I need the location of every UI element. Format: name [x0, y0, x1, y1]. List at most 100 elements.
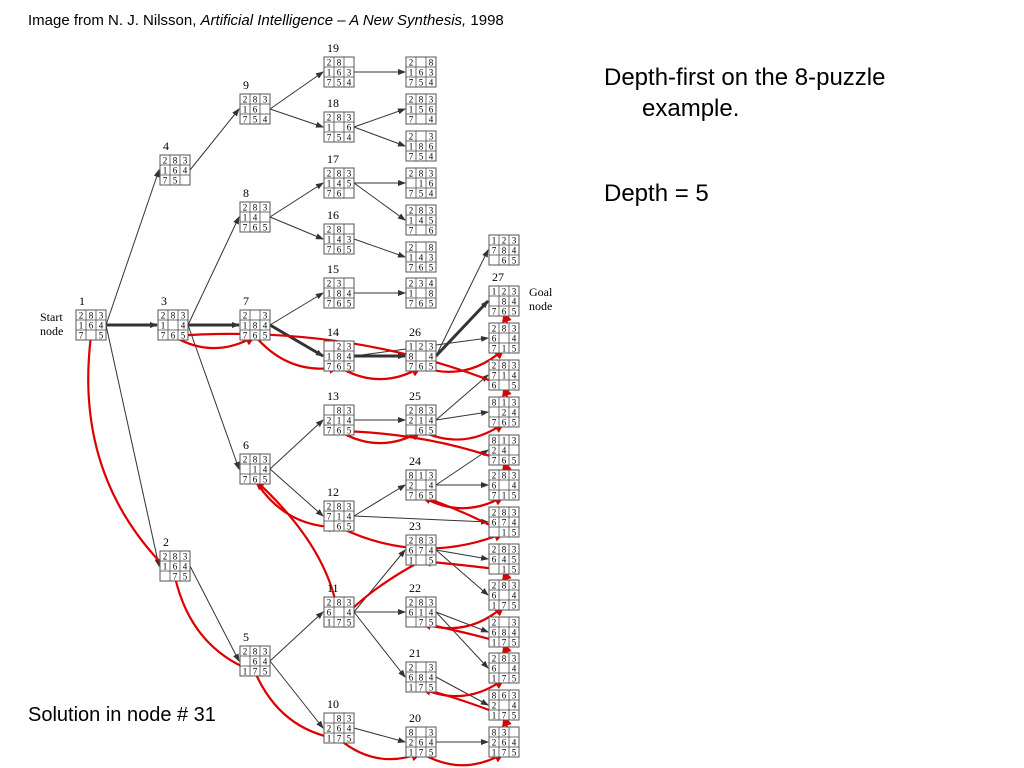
tile-number: 6 — [337, 426, 342, 436]
tile-number: 4 — [263, 115, 268, 125]
puzzle-board — [488, 579, 520, 611]
tile-number: 8 — [502, 508, 507, 518]
tile-number: 3 — [512, 398, 517, 408]
tile-number: 3 — [183, 156, 188, 166]
tile-number: 6 — [429, 142, 434, 152]
puzzle-tile — [508, 489, 520, 501]
image-credit: Image from N. J. Nilsson, Artificial Int… — [28, 12, 504, 29]
tile-number: 7 — [419, 546, 424, 556]
tile-number: 2 — [327, 113, 332, 123]
tile-number: 4 — [347, 78, 352, 88]
tile-number: 1 — [492, 601, 497, 611]
tile-number: 2 — [327, 169, 332, 179]
tile-number: 5 — [347, 618, 352, 628]
tile-number: 3 — [99, 311, 104, 321]
tile-number: 3 — [512, 236, 517, 246]
node-number-label: 13 — [327, 389, 339, 403]
puzzle-tile — [95, 329, 107, 341]
tile-number: 1 — [327, 618, 332, 628]
tile-number: 5 — [512, 307, 517, 317]
tile-number: 7 — [492, 418, 497, 428]
search-step-1 — [87, 335, 176, 578]
tile-number: 7 — [419, 683, 424, 693]
tile-number: 1 — [79, 321, 84, 331]
tile-number: 3 — [337, 279, 342, 289]
tile-number: 1 — [409, 216, 414, 226]
tile-number: 3 — [512, 287, 517, 297]
tree-edge-26-l8 — [435, 249, 489, 357]
tile-number: 4 — [512, 246, 517, 256]
tile-number: 1 — [492, 711, 497, 721]
tree-edge-23-l15 — [435, 549, 489, 561]
tile-number: 6 — [419, 263, 424, 273]
tile-number: 5 — [429, 618, 434, 628]
tile-number: 6 — [492, 628, 497, 638]
tree-edge-3-8 — [187, 216, 240, 326]
puzzle-tile — [508, 526, 520, 538]
tile-number: 2 — [163, 552, 168, 562]
tile-number: 4 — [183, 166, 188, 176]
tile-number: 4 — [347, 289, 352, 299]
node-number-label: 6 — [243, 438, 249, 452]
tile-number: 4 — [429, 546, 434, 556]
tile-number: 8 — [337, 289, 342, 299]
tile-number: 5 — [419, 189, 424, 199]
tile-number: 6 — [492, 381, 497, 391]
tile-number: 3 — [429, 95, 434, 105]
tile-number: 6 — [173, 562, 178, 572]
puzzle-board — [323, 340, 355, 372]
tree-edge-5-10 — [269, 660, 324, 729]
tile-number: 5 — [429, 683, 434, 693]
node-number-label: 21 — [409, 646, 421, 660]
tile-number: 2 — [409, 536, 414, 546]
tile-number: 2 — [337, 342, 342, 352]
tile-number: 3 — [429, 342, 434, 352]
tile-number: 8 — [492, 691, 497, 701]
tree-edge-4-9 — [189, 108, 240, 171]
tile-number: 5 — [419, 78, 424, 88]
tree-edge-10-20 — [353, 727, 406, 744]
tree-edge-9-19 — [269, 71, 324, 110]
tile-number: 7 — [243, 115, 248, 125]
credit-book-title: Artificial Intelligence – A New Synthesi… — [200, 12, 467, 29]
tile-number: 1 — [163, 166, 168, 176]
tile-number: 4 — [347, 512, 352, 522]
tile-number: 4 — [429, 352, 434, 362]
tile-number: 7 — [243, 331, 248, 341]
tile-number: 6 — [492, 334, 497, 344]
tile-number: 8 — [502, 324, 507, 334]
tile-number: 2 — [243, 95, 248, 105]
tile-number: 5 — [429, 362, 434, 372]
tile-number: 3 — [512, 654, 517, 664]
tile-number: 3 — [429, 471, 434, 481]
tree-edge-7-15 — [269, 292, 324, 326]
tile-number: 8 — [89, 311, 94, 321]
tile-number: 7 — [492, 307, 497, 317]
tile-number: 5 — [512, 748, 517, 758]
node-number-label: 23 — [409, 519, 421, 533]
tile-number: 7 — [163, 176, 168, 186]
tile-number: 3 — [263, 203, 268, 213]
tile-number: 1 — [492, 748, 497, 758]
tile-number: 8 — [502, 471, 507, 481]
tile-number: 2 — [327, 724, 332, 734]
puzzle-tile — [508, 563, 520, 575]
tile-number: 1 — [409, 556, 414, 566]
tile-number: 3 — [429, 663, 434, 673]
tile-number: 4 — [512, 591, 517, 601]
tile-number: 7 — [409, 115, 414, 125]
tile-number: 1 — [502, 344, 507, 354]
puzzle-tile — [508, 672, 520, 684]
tile-number: 4 — [512, 628, 517, 638]
tree-edge-22-l17 — [435, 611, 489, 633]
